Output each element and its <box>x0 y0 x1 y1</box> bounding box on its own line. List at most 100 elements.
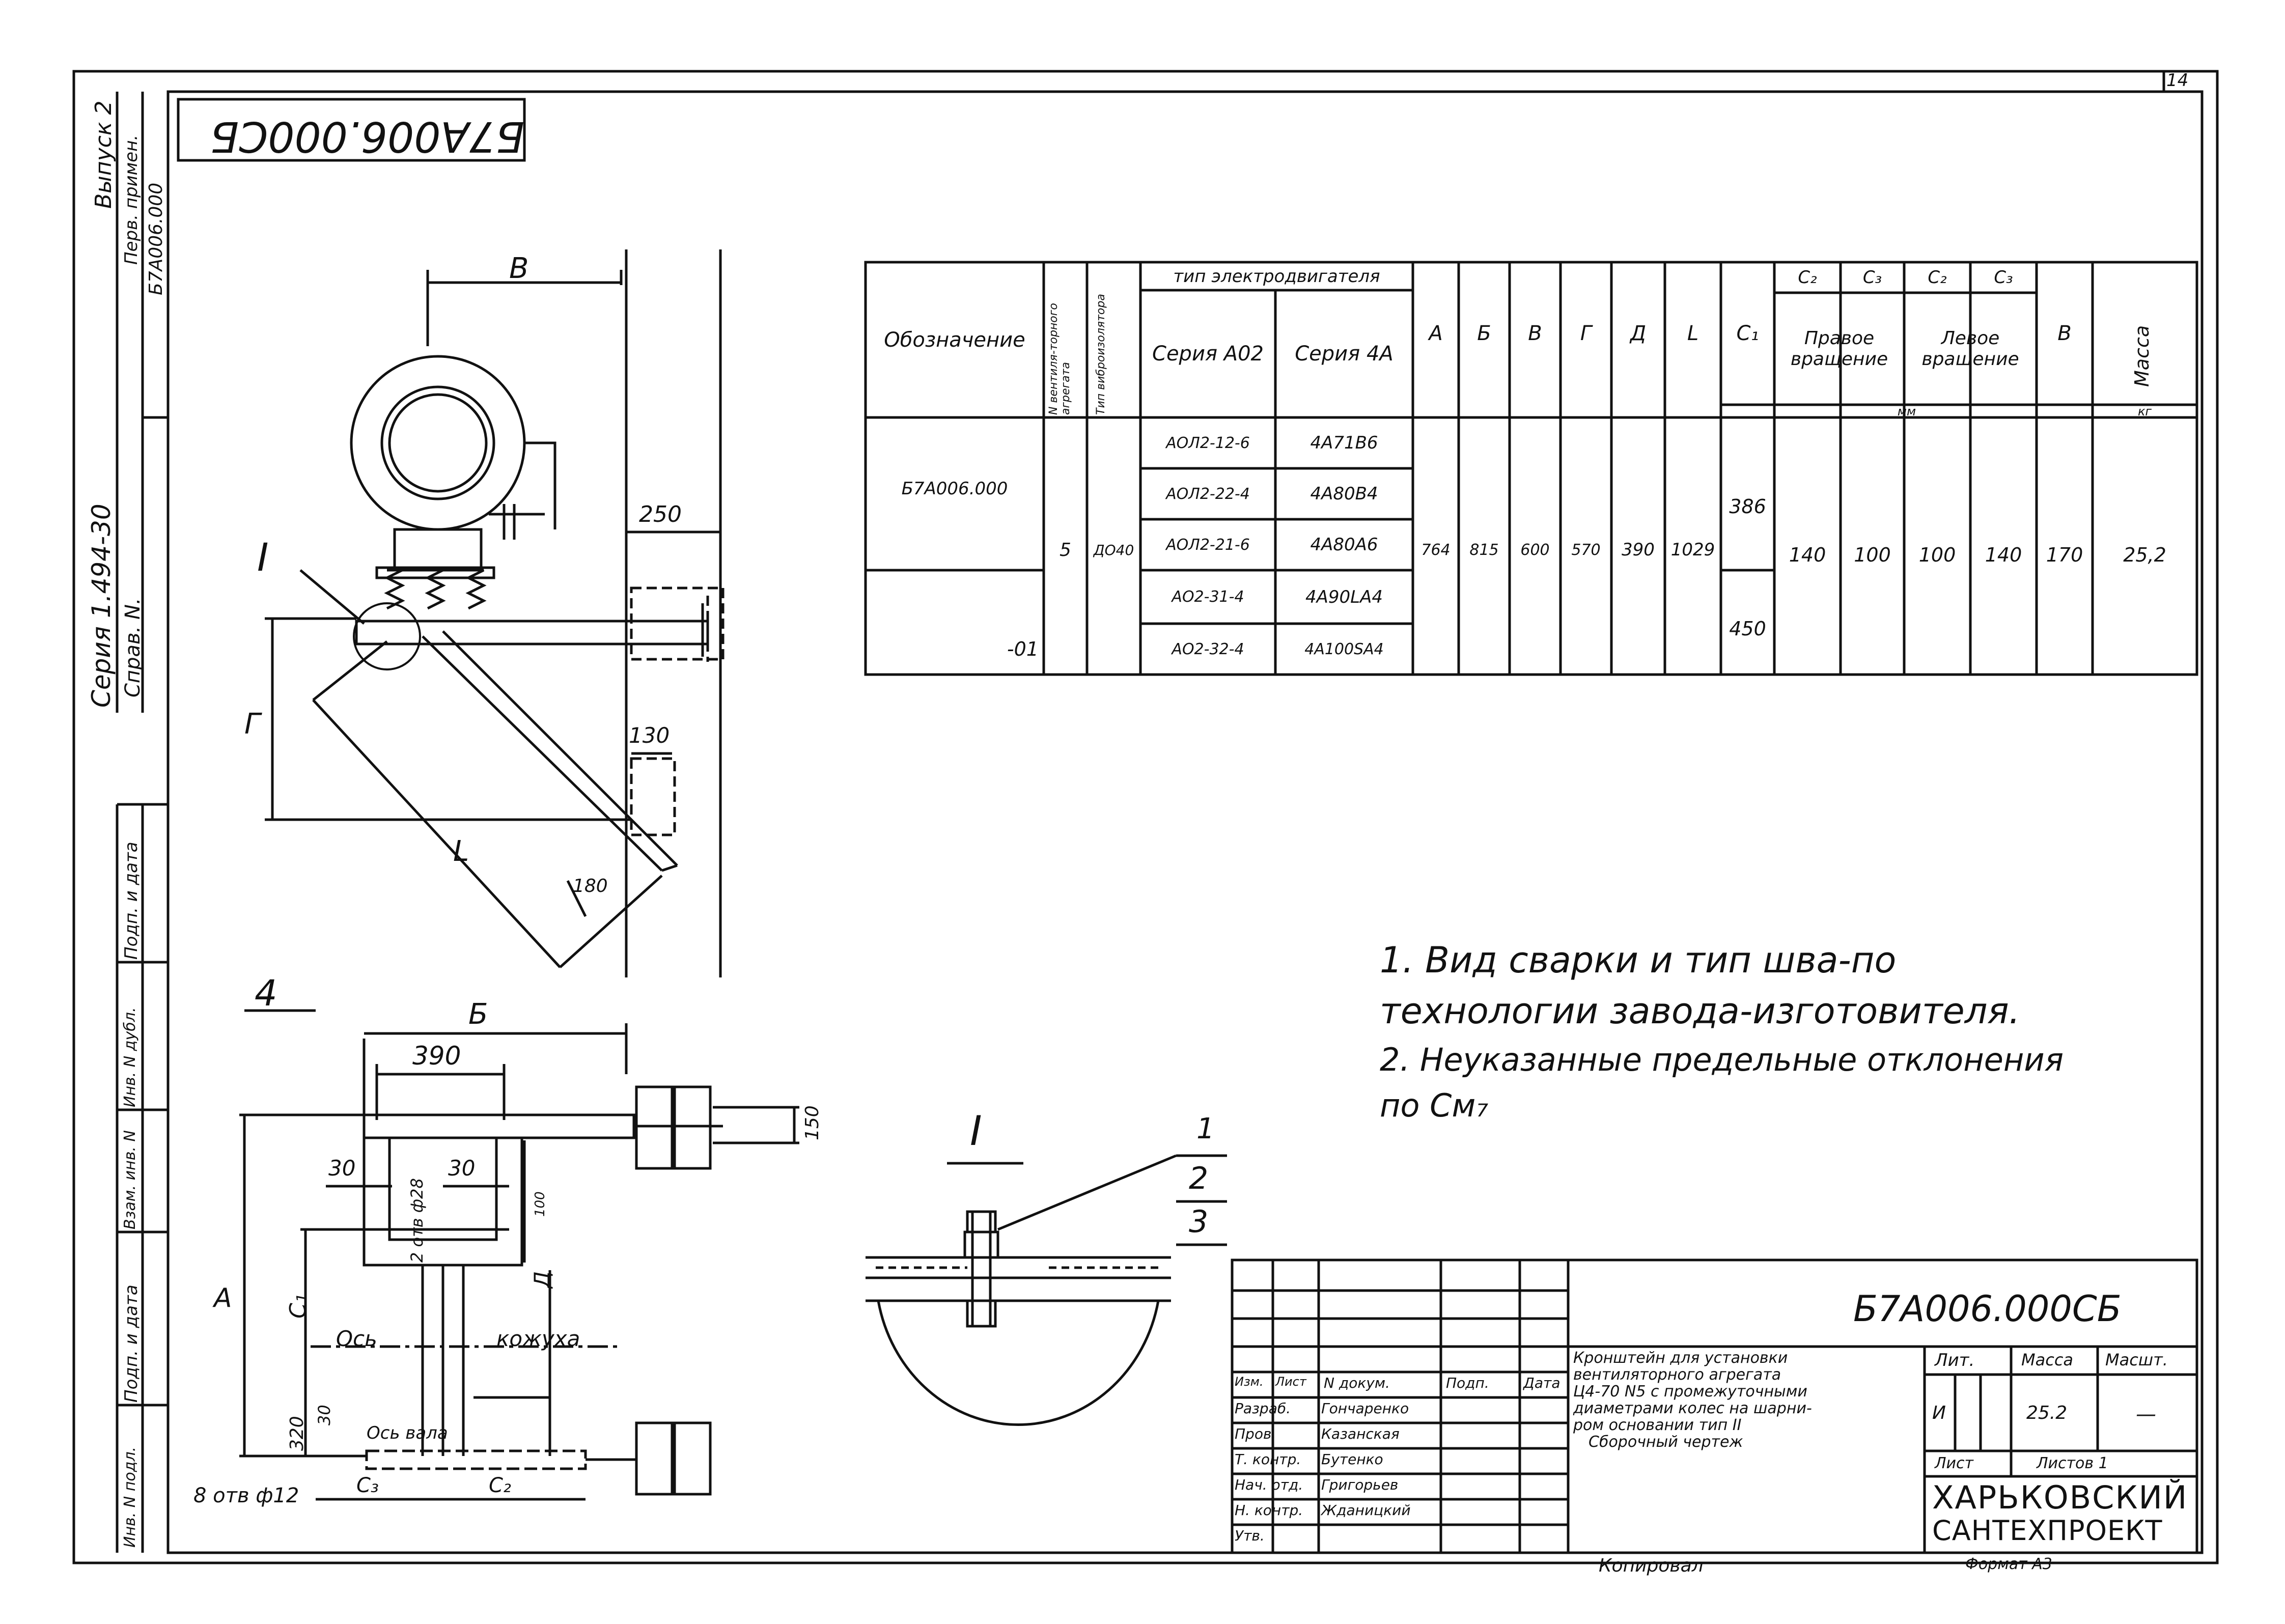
row-01-designation: -01 <box>1007 638 1039 660</box>
vibro-type: ДО40 <box>1093 541 1134 558</box>
detail-label-i: I <box>970 1107 982 1155</box>
hdr-c3-left: С₃ <box>1994 267 2013 288</box>
motor-a02-3: АО2-31-4 <box>1172 588 1244 606</box>
callout-3: 3 <box>1189 1204 1209 1240</box>
val-c3-right: 100 <box>1854 544 1891 566</box>
view-label-4: 4 <box>255 972 277 1014</box>
sheets-label: Листов 1 <box>2037 1454 2108 1472</box>
format-label: Формат А3 <box>1965 1555 2052 1573</box>
hdr-series-a02: Серия А02 <box>1152 342 1264 366</box>
role-3: Нач. отд. <box>1235 1476 1303 1493</box>
person-2: Бутенко <box>1321 1451 1383 1468</box>
dim-30a-label: 30 <box>328 1156 356 1181</box>
scale-value: — <box>2136 1403 2156 1426</box>
hdr-c2-right: С₂ <box>1798 267 1817 288</box>
val-v2: 170 <box>2046 544 2083 566</box>
scale-label: Масшт. <box>2105 1350 2168 1369</box>
dim-250-label: 250 <box>639 501 682 527</box>
dim-v-label: В <box>509 252 529 285</box>
motor-4a-2: 4А80А6 <box>1310 535 1378 555</box>
dim-130-label: 130 <box>629 723 670 748</box>
fan-no: 5 <box>1060 539 1071 561</box>
title-code: Б7А006.000СБ <box>1853 1288 2122 1330</box>
dim-100-label: 100 <box>533 1191 548 1217</box>
title-name-3: диаметрами колес на шарни- <box>1573 1399 1812 1417</box>
axis-os-vala-label: Ось вала <box>367 1423 448 1443</box>
side-cell-4: Инв. N подл. <box>121 1446 139 1548</box>
mass-value: 25.2 <box>2026 1403 2068 1423</box>
title-name-1: вентиляторного агрегата <box>1573 1366 1781 1384</box>
motor-a02-1: АОЛ2-22-4 <box>1166 485 1250 503</box>
motor-a02-0: АОЛ2-12-6 <box>1166 434 1250 452</box>
role-4: Н. контр. <box>1235 1502 1303 1519</box>
person-1: Казанская <box>1321 1425 1400 1442</box>
side-cell-2: Взам. инв. N <box>121 1130 139 1229</box>
motor-a02-2: АОЛ2-21-6 <box>1166 536 1250 554</box>
hdr-designation: Обозначение <box>884 328 1025 352</box>
unit-mm: мм <box>1897 404 1916 418</box>
hdr-vibro: Тип виброизолятора <box>1095 294 1107 415</box>
sheet-label: Лист <box>1935 1454 1974 1472</box>
axis-os-label: Ось <box>336 1326 377 1351</box>
hdr-fan-no: N вентиля-торного агрегата <box>1047 303 1072 415</box>
org-line-1: ХАРЬКОВСКИЙ <box>1932 1479 2188 1516</box>
side-perv-label: Перв. примен. <box>121 134 142 265</box>
col-hdr-doc: N докум. <box>1324 1375 1390 1391</box>
motor-4a-1: 4А80В4 <box>1310 484 1378 504</box>
side-cell-1: Инв. N дубл. <box>121 1007 139 1108</box>
side-sprav-label: Справ. N. <box>121 598 145 697</box>
hdr-c3-right: С₃ <box>1862 267 1882 288</box>
axis-kozhukha-label: кожуха <box>496 1326 580 1351</box>
dim-150-label: 150 <box>802 1105 823 1140</box>
hdr-c2-left: С₂ <box>1928 267 1947 288</box>
hdr-v: В <box>1528 322 1542 345</box>
title-name-2: Ц4-70 N5 с промежуточными <box>1573 1383 1807 1401</box>
side-cell-0: Подп. и дата <box>121 842 142 960</box>
dim-390-label: 390 <box>412 1041 461 1071</box>
title-name-5: Сборочный чертеж <box>1589 1433 1743 1451</box>
dim-c3-label: С₃ <box>356 1474 379 1497</box>
dim-a-label: А <box>214 1283 232 1313</box>
rotated-stamp-code: Б7А006.000СБ <box>210 112 524 160</box>
role-0: Разраб. <box>1235 1400 1291 1417</box>
val-b: 815 <box>1469 541 1499 559</box>
motor-4a-3: 4А90LA4 <box>1305 586 1383 607</box>
note-line-2: 2. Неуказанные предельные отклонения <box>1380 1041 2064 1078</box>
outer-frame <box>72 70 2219 1564</box>
view-label-i: I <box>257 535 269 580</box>
dim-180-label: 180 <box>573 876 608 897</box>
val-d: 390 <box>1622 540 1655 560</box>
val-c3-left: 140 <box>1985 544 2022 566</box>
title-name-0: Кронштейн для установки <box>1573 1349 1788 1367</box>
val-c2-right: 140 <box>1789 544 1826 566</box>
holes-label: 2 отв ф28 <box>407 1178 427 1263</box>
col-hdr-sign: Подп. <box>1446 1375 1489 1391</box>
bottom-holes-label: 8 отв ф12 <box>193 1484 299 1507</box>
val-a: 764 <box>1421 541 1451 559</box>
sheet-number: 14 <box>2166 70 2189 91</box>
dim-320-label: 320 <box>287 1416 308 1451</box>
dim-d-label: Д <box>530 1271 554 1288</box>
inner-frame <box>166 90 2204 1554</box>
note-line-3: по См₇ <box>1380 1087 1489 1124</box>
person-0: Гончаренко <box>1321 1400 1409 1417</box>
val-l: 1029 <box>1670 540 1715 560</box>
dim-30c-label: 30 <box>315 1405 334 1425</box>
hdr-series-4a: Серия 4А <box>1295 342 1394 366</box>
dim-g-label: Г <box>244 708 261 741</box>
callout-1: 1 <box>1196 1112 1215 1145</box>
hdr-g: Г <box>1580 322 1592 345</box>
dim-l-label: L <box>453 835 469 868</box>
role-1: Пров. <box>1235 1425 1276 1442</box>
dim-30b-label: 30 <box>448 1156 476 1181</box>
hdr-motor-type: тип электродвигателя <box>1173 266 1380 287</box>
copied-by: Копировал <box>1599 1555 1704 1576</box>
col-hdr-list: Лист <box>1275 1375 1306 1389</box>
hdr-v2: В <box>2057 322 2072 345</box>
person-4: Жданицкий <box>1321 1502 1411 1519</box>
val-v: 600 <box>1520 541 1550 559</box>
val-c1-top: 386 <box>1729 495 1766 518</box>
note-line-0: 1. Вид сварки и тип шва-по <box>1380 939 1897 981</box>
hdr-d: Д <box>1630 322 1647 345</box>
